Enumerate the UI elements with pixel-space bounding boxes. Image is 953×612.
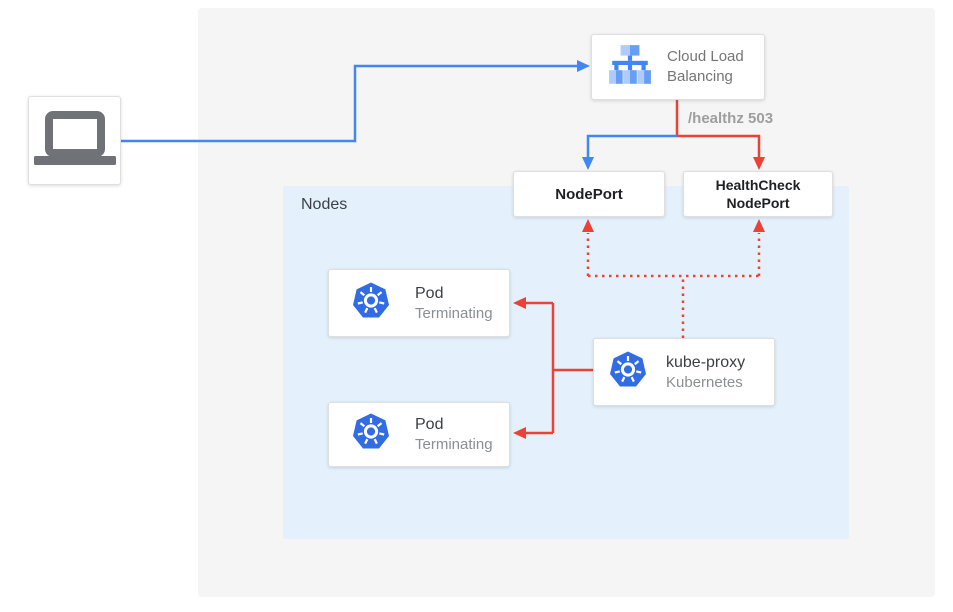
healthcheck-label-line1: HealthCheck bbox=[715, 177, 801, 193]
kube-proxy-node: kube-proxy Kubernetes bbox=[593, 338, 775, 406]
nodes-region-label: Nodes bbox=[301, 196, 348, 213]
kube-proxy-title: kube-proxy bbox=[666, 353, 746, 371]
client-node bbox=[28, 96, 121, 185]
pod-terminating-top: Pod Terminating bbox=[328, 269, 510, 337]
cloud-load-balancing-node: Cloud Load Balancing bbox=[591, 34, 765, 100]
healthcheck-label-line2: NodePort bbox=[726, 195, 790, 211]
kubernetes-icon bbox=[351, 281, 391, 326]
pod-terminating-bottom: Pod Terminating bbox=[328, 402, 510, 467]
cloud-load-balancing-icon bbox=[607, 44, 653, 91]
cloud-load-balancing-label: Cloud Load Balancing bbox=[667, 48, 744, 85]
healthz-status-label: /healthz 503 bbox=[688, 110, 774, 127]
pod-top-status: Terminating bbox=[415, 304, 493, 322]
pod-top-title: Pod bbox=[415, 284, 444, 302]
pod-bottom-status: Terminating bbox=[415, 436, 493, 453]
nodeport-node: NodePort bbox=[513, 171, 665, 217]
laptop-icon bbox=[33, 111, 116, 170]
kubernetes-icon bbox=[351, 412, 391, 457]
kubernetes-icon bbox=[608, 350, 648, 395]
pod-bottom-title: Pod bbox=[415, 416, 444, 433]
healthcheck-nodeport-node: HealthCheck NodePort bbox=[683, 171, 833, 217]
kube-proxy-subtitle: Kubernetes bbox=[666, 373, 743, 391]
nodeport-label: NodePort bbox=[555, 185, 623, 203]
